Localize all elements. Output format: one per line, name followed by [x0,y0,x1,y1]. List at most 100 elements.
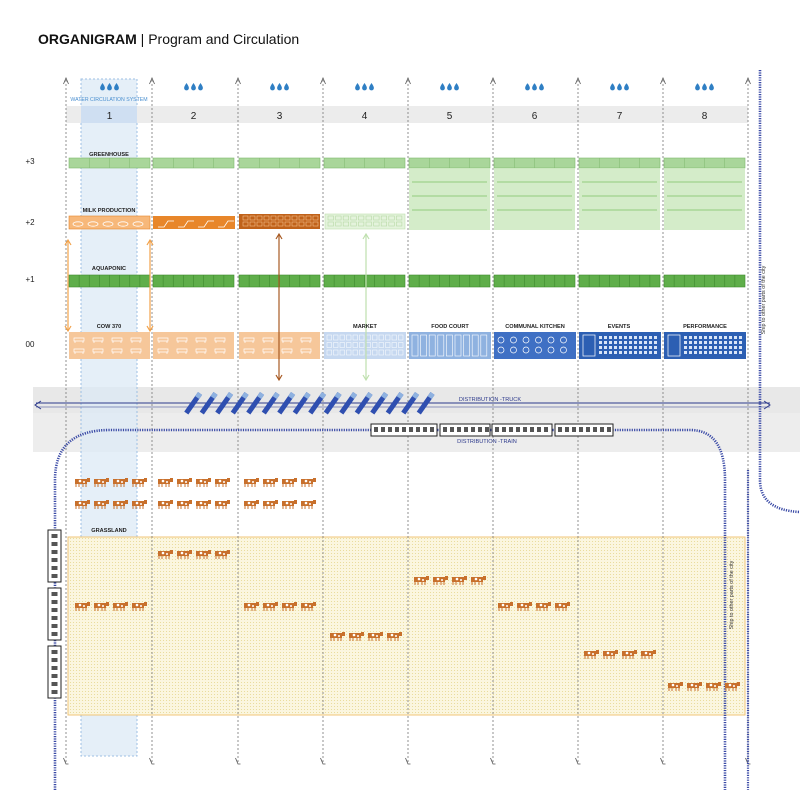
cow-legs [196,556,208,559]
cow-icon [214,337,226,343]
train-window [402,427,406,432]
cow-spot [78,479,82,483]
cow-head [256,500,259,504]
performance-seat [689,346,692,349]
truck-cab [226,392,234,399]
events-seat [619,351,622,354]
events-seat [644,346,647,349]
truck-icon [230,392,249,415]
cow-spot [587,651,591,655]
water-drops-icon [447,83,452,91]
performance-seat [709,351,712,354]
milk-cell-light [396,215,403,221]
cow-spot [140,605,142,607]
train-window [509,427,513,432]
cow-head [596,650,599,654]
events-stage [582,334,596,357]
arrow-icon [405,76,411,85]
performance-seat [694,351,697,354]
performance-seat [724,346,727,349]
train-icon [47,587,62,641]
cow-icon [195,337,207,343]
arrow-icon [146,325,154,333]
column-number-6: 6 [532,111,538,122]
cow-spot [116,501,120,505]
train-window [51,666,58,670]
cow-head [380,632,383,636]
performance-seat [724,336,727,339]
cow-legs [349,638,361,641]
market-stall [398,334,404,341]
cow-spot [309,605,311,607]
train-window [600,427,604,432]
arrow-icon [575,757,581,765]
arrow-icon [660,757,666,765]
cow-icon [113,500,128,509]
column-number-band-water [81,106,137,123]
truck-cab [257,392,265,399]
cow-head [256,602,259,606]
cow-spot [539,603,543,607]
train-window [530,427,534,432]
cow-spot [199,479,203,483]
milk-cell [242,221,249,227]
cow-head [275,478,278,482]
cow-icon [75,602,90,611]
cow-spot [309,481,311,483]
cow-spot [223,481,225,483]
food-court-table [480,334,488,357]
events-seat [649,341,652,344]
title-separator: | [140,31,145,47]
cow-head [106,602,109,606]
arrow-icon [575,76,581,85]
cow-icon [243,337,255,343]
cow-head [361,632,364,636]
cow-icon [215,550,230,559]
column-number-2: 2 [191,111,197,122]
kitchen-station [497,336,505,344]
cow-legs [177,484,189,487]
label-greenhouse: GREENHOUSE [89,152,129,158]
cow-icon [281,337,293,343]
truck-icon [401,392,420,415]
cow-legs [113,484,125,487]
market-stall [378,342,384,348]
cow-head [87,478,90,482]
level-label: +2 [25,218,35,227]
cow-spot [121,605,123,607]
arrow-icon [763,400,771,410]
market-stall [346,342,352,348]
label-events: EVENTS [608,324,631,330]
cow-icon [641,650,656,659]
cow-icon [536,602,551,611]
events-seat [619,346,622,349]
greenhouse-tall-block [494,168,575,230]
train-window [51,550,58,554]
truck-icon [323,392,342,415]
cow-icon [668,682,683,691]
cow-legs [94,484,106,487]
performance-seat [709,346,712,349]
cow-legs [158,506,170,509]
performance-seat [684,351,687,354]
train-window [572,427,576,432]
train-icon [47,645,62,699]
cow-spot [285,603,289,607]
cow-legs [177,556,189,559]
cow-icon [687,682,702,691]
performance-seat [704,336,707,339]
water-drops-icon [369,83,374,91]
performance-seat [739,336,742,339]
cow-icon [282,500,297,509]
cow-legs [75,506,87,509]
market-stall [333,334,339,341]
column-number-1: 1 [107,111,113,122]
truck-icon [339,392,358,415]
milk-cell-light [327,215,334,221]
performance-seat [689,336,692,339]
cow-icon [452,576,467,585]
truck-icon [261,392,280,415]
kitchen-station [560,336,567,344]
market-stall [339,334,345,341]
truck-cab [350,392,358,399]
